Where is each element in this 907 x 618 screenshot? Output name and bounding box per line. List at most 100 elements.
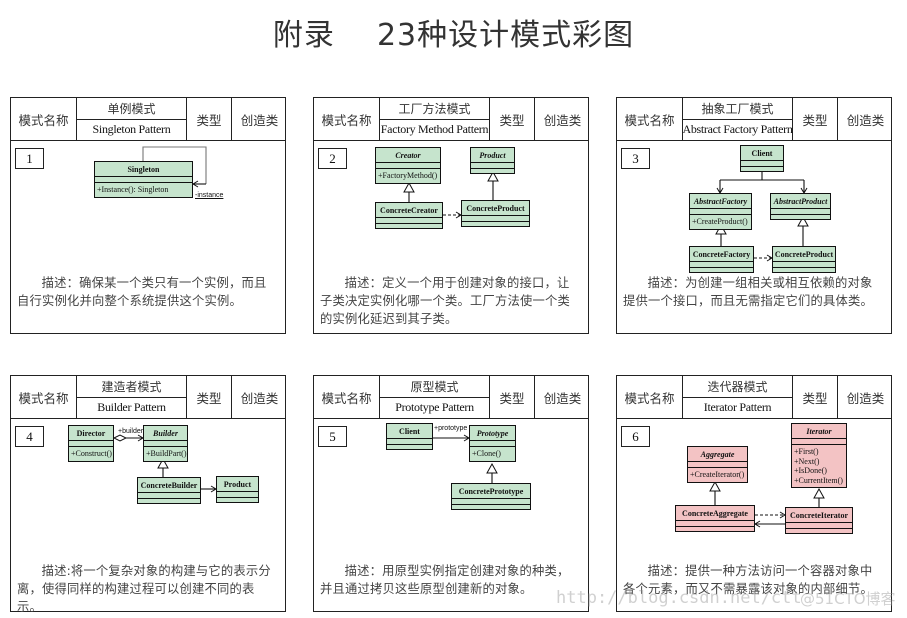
class-name: ConcretePrototype [452,484,530,499]
class-methods [376,224,442,228]
pattern-name-en: Builder Pattern [97,400,166,414]
pattern-name-label: 模式名称 [11,376,77,418]
class-name: ConcreteProduct [462,201,529,216]
class-attributes [387,439,432,445]
relationship-label: +builder [118,428,144,435]
class-name: Singleton [95,162,192,177]
class-attributes [452,499,530,505]
class-attributes [676,521,754,527]
pattern-name-label: 模式名称 [617,98,683,140]
class-method: +CreateIterator() [690,470,745,479]
type-label: 类型 [793,376,838,418]
class-methods: +CreateProduct() [690,215,751,229]
class-methods: +FactoryMethod() [376,169,440,183]
arrowhead-icon [754,520,761,528]
pattern-description: 描述:将一个复杂对象的构建与它的表示分离，使得同样的构建过程可以创建不同的表示。 [17,564,271,614]
class-name: Builder [144,426,187,441]
class-name: Client [387,424,432,439]
class-name: ConcreteProduct [773,247,835,262]
pattern-name-cn: 抽象工厂模式 [683,98,792,120]
class-methods [773,268,835,272]
class-methods [786,529,852,533]
class-attributes [786,523,852,529]
watermark-brand: @51CTO博客 [800,590,896,608]
pattern-name-cn: 工厂方法模式 [380,98,489,120]
class-name: Iterator [792,424,846,439]
aggregation-diamond-icon [112,434,128,442]
class-attributes [138,493,200,499]
type-value: 创造类 [543,390,582,406]
class-methods [387,445,432,449]
pattern-number: 6 [621,426,650,447]
class-methods: +Instance(): Singleton [95,183,192,197]
uml-class-concretefactory: ConcreteFactory [689,246,754,273]
inheritance-triangle-icon [709,480,721,492]
type-label: 类型 [490,376,535,418]
class-method: +Instance(): Singleton [97,185,169,194]
class-attributes [462,216,529,222]
class-name: Aggregate [688,447,747,462]
uml-class-creator: Creator+FactoryMethod() [375,147,441,184]
uml-class-builder: Builder +BuildPart() [143,425,188,462]
class-methods: +BuildPart() [144,447,187,461]
class-name: ConcreteIterator [786,508,852,523]
class-methods [462,222,529,226]
class-method: +First() [794,447,819,456]
class-methods [690,268,753,272]
class-method: +Clone() [472,449,501,458]
uml-class-concreteprototype: ConcretePrototype [451,483,531,510]
relationship-label: -instance [195,192,224,199]
class-attributes [470,441,515,447]
class-attributes [144,441,187,447]
class-name: ConcreteFactory [690,247,753,262]
class-attributes [792,439,846,445]
pattern-number: 1 [15,148,44,169]
pattern-description: 描述：为创建一组相关或相互依赖的对象提供一个接口，而且无需指定它们的具体类。 [623,276,873,308]
pattern-name-en: Factory Method Pattern [380,122,489,136]
inheritance-triangle-icon [403,181,415,193]
class-methods: +Clone() [470,447,515,461]
class-name: ConcreteBuilder [138,478,200,493]
class-method: +CreateProduct() [692,217,748,226]
pattern-number: 3 [621,148,650,169]
pattern-name-cell: 抽象工厂模式 Abstract Factory Pattern [682,98,793,140]
class-method: +CurrentItem() [794,475,843,485]
uml-class-concreteproduct: ConcreteProduct [461,200,530,227]
pattern-description: 描述：确保某一个类只有一个实例，而且自行实例化并向整个系统提供这个实例。 [17,276,267,308]
class-method: +Next() [794,456,820,466]
type-label: 类型 [187,376,232,418]
uml-class-aggregate: Aggregate +CreateIterator() [687,446,748,483]
class-attributes [376,218,442,224]
type-value: 创造类 [543,112,582,128]
type-label: 类型 [187,98,232,140]
class-methods [741,167,783,171]
type-value: 创造类 [240,390,279,406]
class-attributes [69,441,113,447]
pattern-name-cn: 迭代器模式 [683,376,792,398]
class-name: AbstractFactory [690,194,751,209]
class-attributes [95,177,192,183]
uml-class-concretecreator: ConcreteCreator [375,202,443,229]
type-value: 创造类 [846,112,885,128]
class-methods: +CreateIterator() [688,468,747,482]
class-method: +Construct() [71,449,112,458]
class-attributes [217,492,258,498]
relationship-label: +prototype [434,425,468,432]
pattern-name-en: Abstract Factory Pattern [682,122,793,136]
class-name: ConcreteCreator [376,203,442,218]
class-name: ConcreteAggregate [676,506,754,521]
class-method: +BuildPart() [146,449,187,458]
